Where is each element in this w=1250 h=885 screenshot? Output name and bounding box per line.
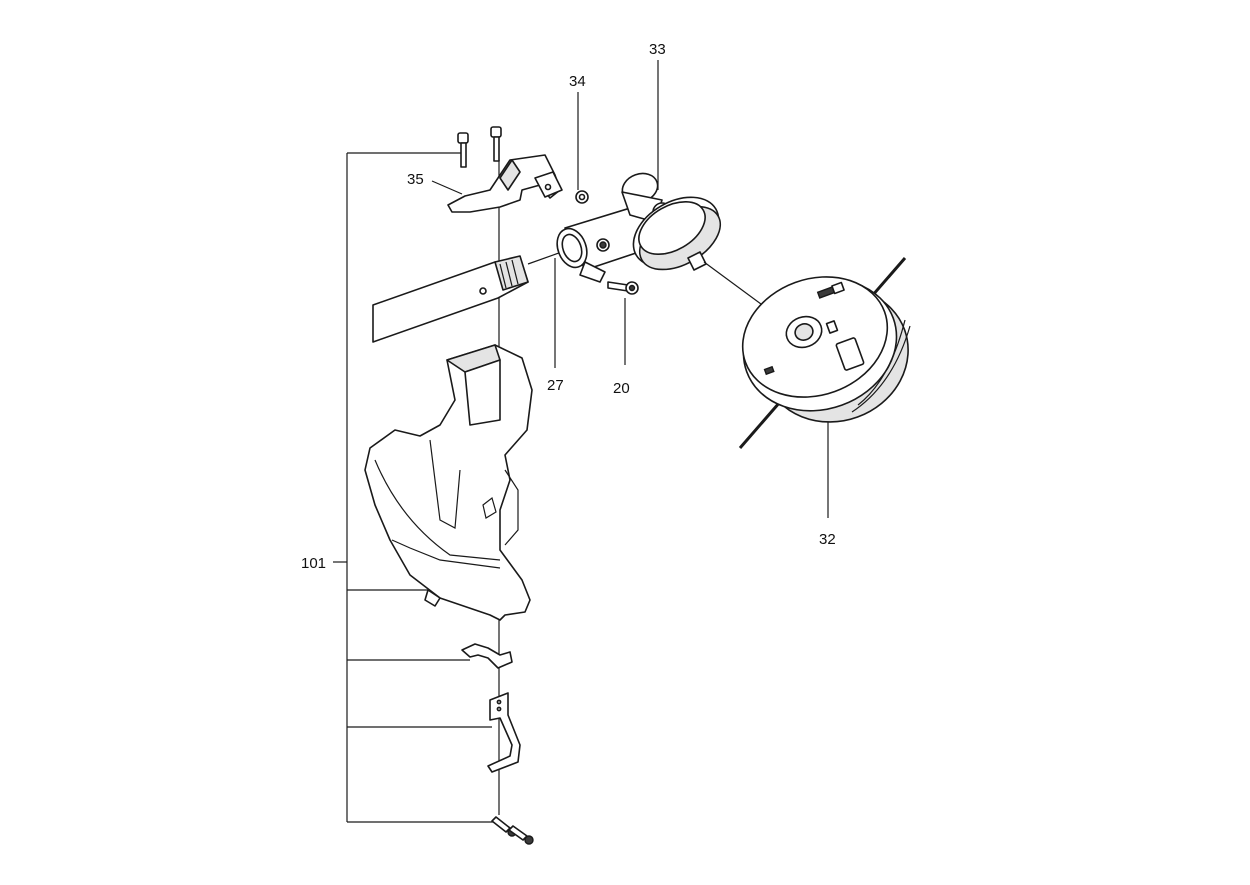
nut-34	[575, 92, 589, 204]
callout-101: 101	[301, 555, 326, 572]
group-bracket-101	[333, 152, 497, 823]
callout-32: 32	[819, 531, 836, 548]
bolt-20	[607, 281, 639, 365]
bottom-screw-right	[508, 825, 534, 845]
callout-20: 20	[613, 380, 630, 397]
trimmer-head-32	[738, 257, 911, 449]
upper-clamp-35	[447, 154, 563, 213]
bent-bracket	[487, 692, 521, 773]
callout-34: 34	[569, 73, 586, 90]
leader-35	[431, 180, 463, 195]
screw-35-left	[457, 132, 469, 168]
small-clamp	[461, 643, 513, 669]
callout-33: 33	[649, 41, 666, 58]
callout-27: 27	[547, 377, 564, 394]
grass-guard	[364, 344, 533, 621]
screw-35-right	[490, 126, 502, 162]
callout-35: 35	[407, 171, 424, 188]
gear-head-33	[556, 172, 722, 283]
shaft-tube	[372, 248, 571, 343]
